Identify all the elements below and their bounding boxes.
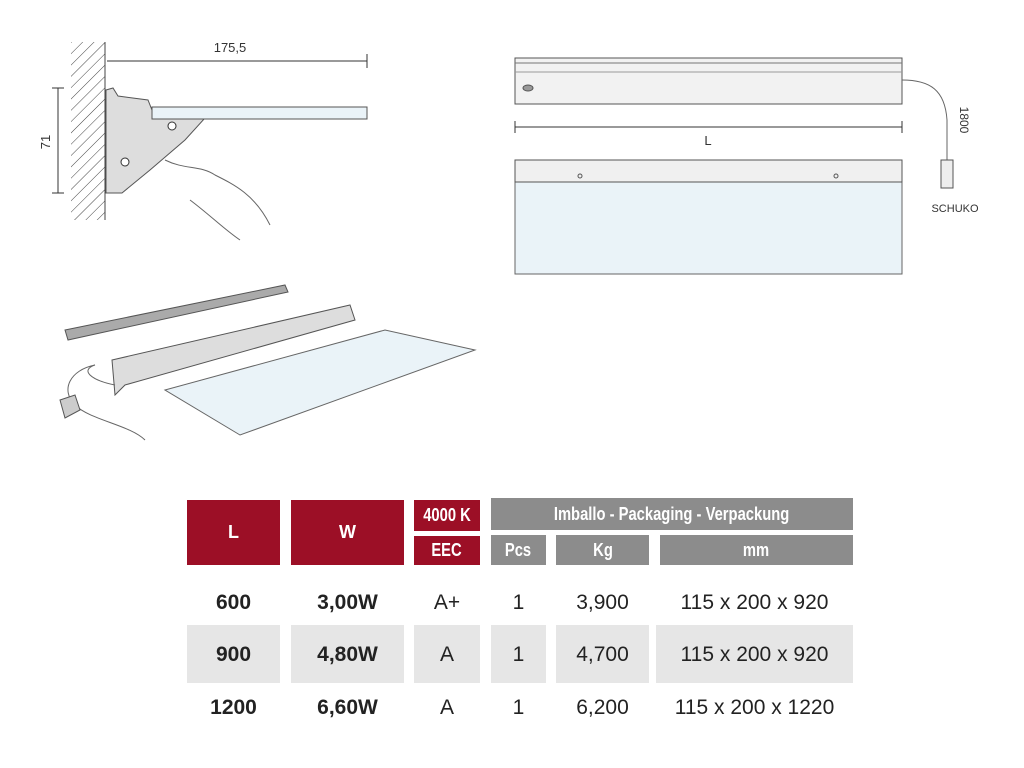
cell-eec: A: [439, 696, 454, 719]
technical-drawings: 175,5 71 L 1800 SCHUKO: [38, 40, 979, 441]
front-view-drawing: [514, 57, 954, 275]
cell-watt: 6,60W: [317, 696, 378, 719]
cell-pcs: 1: [512, 696, 525, 719]
header-eec: EEC: [414, 536, 480, 565]
cell-mm: 115 x 200 x 1220: [674, 696, 835, 719]
cell-kg: 3,900: [576, 591, 629, 614]
cell-eec: A: [439, 643, 454, 666]
cell-kg: 4,700: [576, 643, 629, 666]
cable-length-label: 1800: [957, 107, 971, 134]
cell-watt: 3,00W: [317, 591, 378, 614]
header-mm: mm: [660, 535, 853, 565]
row-band: [187, 625, 280, 683]
cell-length: 600: [215, 591, 252, 614]
cell-pcs: 1: [512, 591, 525, 614]
cell-kg: 6,200: [576, 696, 629, 719]
cell-eec: A+: [433, 591, 461, 614]
exploded-assembly-drawing: [59, 284, 477, 441]
header-color-temp-label: 4000 K: [423, 505, 471, 525]
header-packaging-label: Imballo - Packaging - Verpackung: [554, 503, 790, 524]
row-band: [491, 625, 546, 683]
header-kg: Kg: [556, 535, 649, 565]
header-pcs-label: Pcs: [505, 539, 532, 560]
row-band: [656, 625, 853, 683]
height-dimension-label: 71: [38, 135, 53, 149]
cell-length: 1200: [210, 696, 257, 719]
plug-type-label: SCHUKO: [931, 203, 979, 215]
header-length-label: L: [228, 522, 239, 542]
header-length: L: [187, 500, 280, 565]
header-color-temp: 4000 K: [414, 500, 480, 531]
header-eec-label: EEC: [431, 540, 463, 560]
cell-mm: 115 x 200 x 920: [680, 643, 829, 666]
row-band: [291, 625, 404, 683]
header-mm-label: mm: [743, 539, 770, 560]
header-packaging: Imballo - Packaging - Verpackung: [491, 498, 853, 530]
cell-pcs: 1: [512, 643, 525, 666]
cell-length: 900: [215, 643, 252, 666]
cell-mm: 115 x 200 x 920: [680, 591, 829, 614]
header-pcs: Pcs: [491, 535, 546, 565]
width-dimension-label: 175,5: [214, 40, 247, 55]
row-band: [414, 625, 480, 683]
length-dimension-label: L: [704, 133, 711, 148]
header-watt: W: [291, 500, 404, 565]
header-kg-label: Kg: [592, 539, 613, 560]
cell-watt: 4,80W: [317, 643, 378, 666]
row-band: [556, 625, 649, 683]
header-watt-label: W: [339, 522, 356, 542]
side-view-drawing: [52, 42, 368, 241]
